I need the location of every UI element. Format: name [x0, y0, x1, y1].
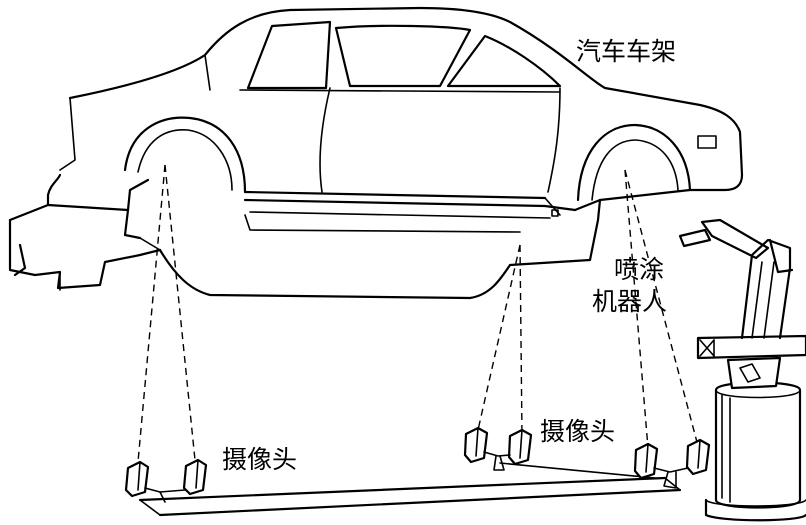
camera-left-label: 摄像头	[222, 445, 298, 474]
painting-robot	[678, 218, 806, 522]
camera-sight-lines	[137, 164, 699, 463]
robot-label-line1: 喷涂	[614, 255, 665, 284]
camera-right-label: 摄像头	[540, 417, 616, 446]
camera-right-pair	[633, 438, 711, 489]
car-frame-label: 汽车车架	[576, 37, 677, 66]
camera-middle-pair	[463, 426, 533, 471]
floor-rail	[138, 462, 682, 517]
car-body	[8, 6, 744, 300]
camera-left-pair	[124, 458, 208, 503]
frame-bolt	[551, 209, 559, 217]
robot-label-line2: 机器人	[592, 287, 668, 316]
